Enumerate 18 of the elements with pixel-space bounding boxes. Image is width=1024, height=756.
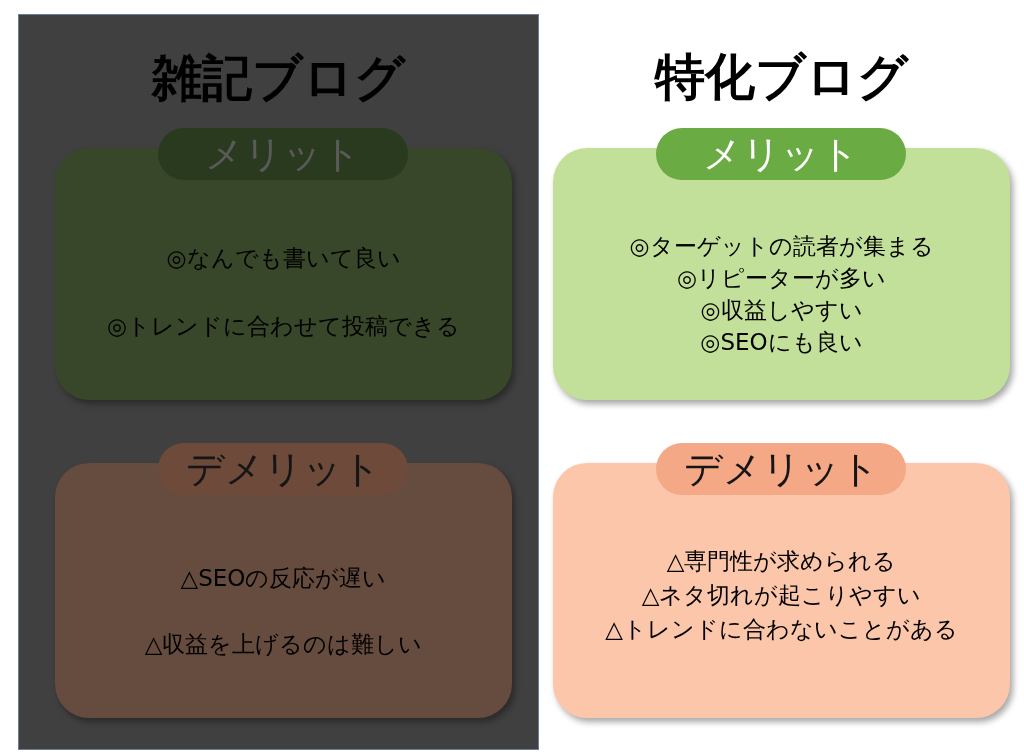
heading-tab: メリット bbox=[656, 128, 906, 180]
bullet-text: △専門性が求められる bbox=[665, 547, 898, 576]
bullet-text: ◎収益しやすい bbox=[699, 296, 864, 325]
bullet-text: ◎ターゲットの読者が集まる bbox=[628, 232, 935, 261]
column-title: 雑記ブログ bbox=[150, 48, 407, 109]
column-title: 特化ブログ bbox=[653, 47, 910, 108]
column-panel bbox=[18, 14, 539, 750]
bullet-text: ◎なんでも書いて良い bbox=[165, 244, 402, 273]
bullet-text: △SEOの反応が遅い bbox=[179, 564, 388, 593]
bullet-text: △トレンドに合わないことがある bbox=[604, 615, 959, 644]
bullet-text: ◎SEOにも良い bbox=[699, 328, 864, 357]
bullet-text: △収益を上げるのは難しい bbox=[143, 630, 424, 659]
heading-tab: メリット bbox=[158, 128, 408, 180]
heading-tab: デメリット bbox=[158, 443, 408, 495]
heading-tab: デメリット bbox=[656, 443, 906, 495]
bullet-text: △ネタ切れが起こりやすい bbox=[640, 581, 923, 610]
bullet-text: ◎トレンドに合わせて投稿できる bbox=[105, 312, 462, 341]
bullet-text: ◎リピーターが多い bbox=[675, 264, 888, 293]
